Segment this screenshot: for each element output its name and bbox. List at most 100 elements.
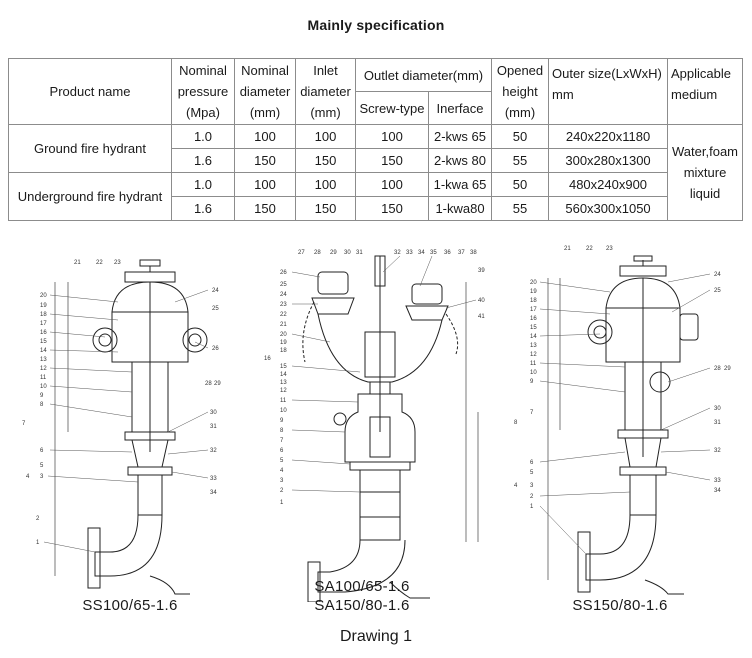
- svg-text:8: 8: [40, 402, 44, 408]
- screw-cell: 100: [355, 172, 429, 197]
- svg-text:3: 3: [280, 478, 284, 484]
- svg-text:22: 22: [96, 260, 103, 266]
- svg-text:17: 17: [40, 321, 47, 327]
- interface-cell: 1-kwa80: [427, 196, 493, 221]
- svg-text:25: 25: [212, 306, 219, 312]
- interface-cell: 2-kws 80: [427, 148, 493, 173]
- specification-table: Product name Nominal pressure (Mpa) Nomi…: [8, 58, 744, 221]
- svg-text:31: 31: [356, 250, 363, 256]
- height-cell: 55: [491, 148, 550, 173]
- svg-text:10: 10: [280, 408, 287, 414]
- header-nominal-diameter: Nominal diameter (mm): [234, 58, 296, 125]
- page-title: Mainly specification: [307, 17, 445, 33]
- svg-text:29: 29: [330, 250, 337, 256]
- table-row: Ground fire hydrant 1.0 100 100 100 2-kw…: [8, 124, 744, 221]
- header-outer-size-line: mm: [552, 87, 574, 102]
- size-cell: 240x220x1180: [548, 124, 669, 149]
- screw-cell: 150: [355, 196, 429, 221]
- svg-text:11: 11: [530, 361, 537, 367]
- svg-text:30: 30: [344, 250, 351, 256]
- header-nominal-pressure-line: Nominal: [179, 63, 227, 78]
- size-cell: 560x300x1050: [548, 196, 669, 221]
- nominal-cell: 150: [234, 196, 296, 221]
- header-opened-height-line: (mm): [504, 105, 536, 120]
- screw-cell: 150: [355, 148, 429, 173]
- svg-text:3: 3: [530, 483, 534, 489]
- svg-text:16: 16: [264, 356, 271, 362]
- svg-text:12: 12: [280, 388, 287, 394]
- svg-text:19: 19: [280, 340, 287, 346]
- product-name-cell: Underground fire hydrant: [8, 172, 172, 221]
- header-inlet-diameter: Inlet diameter (mm): [295, 58, 356, 125]
- pressure-cell: 1.6: [171, 196, 235, 221]
- header-applicable-medium: Applicable medium: [667, 58, 744, 125]
- svg-text:21: 21: [564, 246, 571, 252]
- svg-text:41: 41: [478, 314, 485, 320]
- nominal-cell: 150: [234, 148, 296, 173]
- svg-text:17: 17: [530, 307, 537, 313]
- nominal-cell: 100: [234, 172, 296, 197]
- header-nominal-diameter-line: Nominal: [241, 63, 289, 78]
- screw-cell: 100: [355, 124, 429, 149]
- hydrant-drawing-ss100: [54, 259, 208, 595]
- header-interface: Inerface: [427, 91, 493, 125]
- svg-text:35: 35: [430, 250, 437, 256]
- svg-text:34: 34: [714, 488, 721, 494]
- header-applicable-medium-line: Applicable: [671, 66, 732, 81]
- hydrant-drawing-ss150: [547, 255, 699, 595]
- svg-text:8: 8: [514, 420, 518, 426]
- svg-text:34: 34: [418, 250, 425, 256]
- svg-text:30: 30: [210, 410, 217, 416]
- inlet-cell: 150: [295, 196, 356, 221]
- svg-text:18: 18: [530, 298, 537, 304]
- svg-text:14: 14: [40, 348, 47, 354]
- size-cell: 300x280x1300: [548, 148, 669, 173]
- svg-text:15: 15: [40, 339, 47, 345]
- medium-line: mixture: [683, 165, 727, 180]
- svg-text:16: 16: [530, 316, 537, 322]
- size-cell: 480x240x900: [548, 172, 669, 197]
- svg-text:33: 33: [714, 478, 721, 484]
- height-cell: 55: [491, 196, 550, 221]
- svg-text:16: 16: [40, 330, 47, 336]
- svg-text:28: 28: [205, 381, 212, 387]
- pressure-cell: 1.6: [171, 148, 235, 173]
- header-outer-size-line: Outer size(LxWxH): [552, 66, 662, 81]
- svg-text:28: 28: [714, 366, 721, 372]
- svg-text:14: 14: [280, 372, 287, 378]
- header-nominal-diameter-line: diameter: [239, 84, 291, 99]
- svg-text:20: 20: [280, 332, 287, 338]
- product-name-cell: Ground fire hydrant: [8, 124, 172, 173]
- figure-title: Drawing 1: [339, 628, 413, 645]
- svg-text:31: 31: [714, 420, 721, 426]
- header-opened-height: Opened height (mm): [491, 58, 550, 125]
- svg-text:14: 14: [530, 334, 537, 340]
- header-outer-size: Outer size(LxWxH) mm: [548, 58, 669, 125]
- pressure-cell: 1.0: [171, 124, 235, 149]
- svg-text:4: 4: [26, 474, 30, 480]
- header-inlet-diameter-line: diameter: [300, 84, 351, 99]
- svg-text:13: 13: [530, 343, 537, 349]
- svg-text:33: 33: [406, 250, 413, 256]
- inlet-cell: 100: [295, 124, 356, 149]
- svg-text:22: 22: [280, 312, 287, 318]
- table-row: 1.6 150 150 150 1-kwa80 55 560x300x1050: [9, 196, 743, 221]
- height-cell: 50: [491, 172, 550, 197]
- drawing-caption-ss100: SS100/65-1.6: [82, 597, 178, 614]
- svg-text:20: 20: [40, 293, 47, 299]
- interface-cell: 2-kws 65: [427, 124, 493, 149]
- svg-text:32: 32: [714, 448, 721, 454]
- svg-text:20: 20: [530, 280, 537, 286]
- svg-text:12: 12: [530, 352, 537, 358]
- svg-text:21: 21: [74, 260, 81, 266]
- leader-lines-ss150: [539, 273, 711, 555]
- svg-text:13: 13: [280, 380, 287, 386]
- header-opened-height-line: Opened: [496, 63, 544, 78]
- svg-text:40: 40: [478, 298, 485, 304]
- svg-text:6: 6: [530, 460, 534, 466]
- svg-text:24: 24: [714, 272, 721, 278]
